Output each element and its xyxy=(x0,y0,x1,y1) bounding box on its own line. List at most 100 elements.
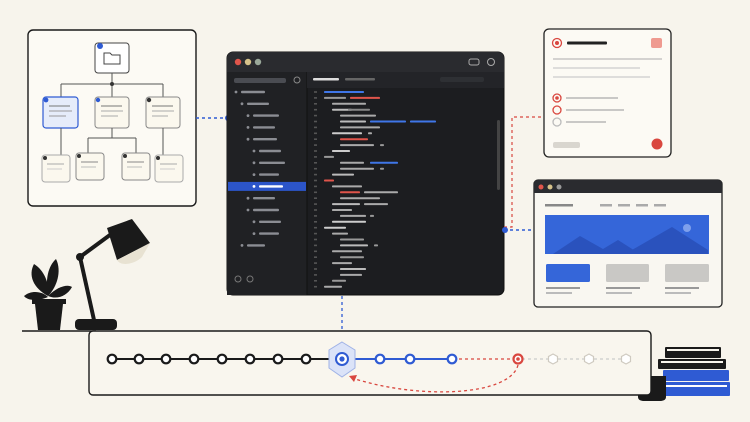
sidebar-row[interactable] xyxy=(259,232,279,235)
close-dot[interactable] xyxy=(538,184,544,190)
sidebar-row[interactable] xyxy=(259,220,281,223)
timeline-node-active[interactable] xyxy=(404,353,416,365)
line-number xyxy=(314,280,317,282)
file-tree-chevron-icon[interactable] xyxy=(252,232,256,236)
sidebar-row[interactable] xyxy=(247,102,269,105)
timeline-node-done[interactable] xyxy=(160,353,172,365)
file-tree-chevron-icon[interactable] xyxy=(234,90,238,94)
file-tree-chevron-icon[interactable] xyxy=(252,220,256,224)
timeline-node-done[interactable] xyxy=(272,353,284,365)
timeline-node-pending[interactable] xyxy=(547,353,559,365)
code-token xyxy=(380,167,384,170)
code-token xyxy=(340,167,374,170)
line-number xyxy=(314,150,317,152)
file-tree-chevron-icon[interactable] xyxy=(240,102,244,106)
file-tree-chevron-icon[interactable] xyxy=(246,114,250,117)
form-close-button[interactable] xyxy=(651,38,662,48)
timeline-node-done[interactable] xyxy=(106,353,118,365)
timeline-node-done[interactable] xyxy=(244,353,256,365)
record-icon xyxy=(551,37,563,49)
file-tree-chevron-icon[interactable] xyxy=(240,244,244,247)
sidebar-row[interactable] xyxy=(247,244,265,247)
plant xyxy=(24,259,72,330)
file-tree-chevron-icon[interactable] xyxy=(246,208,250,212)
option-radio[interactable] xyxy=(552,105,562,115)
code-token xyxy=(324,91,364,93)
image-icon xyxy=(545,215,709,254)
close-dot[interactable] xyxy=(234,58,242,66)
file-tree-chevron-icon[interactable] xyxy=(252,149,256,153)
option-radio[interactable] xyxy=(552,117,562,127)
code-token xyxy=(332,279,346,282)
tree-node xyxy=(94,96,130,129)
code-token xyxy=(340,161,364,164)
line-number xyxy=(314,97,317,99)
preview-card[interactable] xyxy=(665,264,709,282)
form-secondary-button[interactable] xyxy=(553,142,580,148)
sidebar-row[interactable] xyxy=(241,90,265,94)
file-tree-chevron-icon[interactable] xyxy=(246,137,250,141)
timeline-node-done[interactable] xyxy=(188,353,200,365)
sidebar-row[interactable] xyxy=(259,173,279,176)
code-token xyxy=(380,144,384,147)
sidebar-row[interactable] xyxy=(253,208,279,212)
tree-leaf xyxy=(154,154,184,183)
code-token xyxy=(340,244,368,247)
timeline-node-pending[interactable] xyxy=(620,353,632,365)
line-number xyxy=(314,232,317,235)
sidebar-row[interactable] xyxy=(253,138,277,141)
line-number xyxy=(314,238,317,241)
minimize-dot[interactable] xyxy=(244,58,252,66)
sidebar-row[interactable] xyxy=(253,114,279,117)
code-token xyxy=(332,232,348,235)
maximize-dot[interactable] xyxy=(556,184,562,190)
file-tree-chevron-icon[interactable] xyxy=(252,173,256,177)
search-icon[interactable] xyxy=(293,76,301,84)
code-token xyxy=(410,120,436,123)
preview-card[interactable] xyxy=(546,264,590,282)
file-tree-chevron-icon[interactable] xyxy=(246,196,250,200)
file-tree-chevron-icon[interactable] xyxy=(252,161,256,165)
refresh-icon[interactable] xyxy=(487,58,495,66)
file-tree-chevron-icon[interactable] xyxy=(246,126,250,129)
sidebar-user-icon[interactable] xyxy=(246,275,254,283)
code-token xyxy=(340,126,380,129)
code-token xyxy=(332,102,366,105)
sidebar-row[interactable] xyxy=(259,161,285,164)
code-token xyxy=(332,132,362,135)
tree-leaf xyxy=(75,152,105,181)
code-token xyxy=(340,273,362,276)
line-number xyxy=(314,132,317,135)
code-token xyxy=(374,244,378,247)
option-radio-selected[interactable] xyxy=(552,93,562,103)
tree-leaf xyxy=(41,154,71,183)
timeline-node-error-dot xyxy=(516,357,520,361)
sidebar-row[interactable] xyxy=(253,197,275,200)
timeline-node-done[interactable] xyxy=(133,353,145,365)
sidebar-row[interactable] xyxy=(253,126,275,129)
timeline-node-active[interactable] xyxy=(374,353,386,365)
settings-icon[interactable] xyxy=(468,58,480,66)
code-token xyxy=(332,173,354,176)
timeline-node-done[interactable] xyxy=(216,353,228,365)
timeline-node-active[interactable] xyxy=(446,353,458,365)
timeline-node-done[interactable] xyxy=(300,353,312,365)
line-number xyxy=(314,173,317,176)
code-token xyxy=(332,250,362,253)
code-token xyxy=(332,203,360,206)
code-token xyxy=(348,108,370,111)
current-step-marker[interactable] xyxy=(328,341,356,378)
line-number xyxy=(314,209,317,211)
timeline-node-pending[interactable] xyxy=(583,353,595,365)
code-token xyxy=(370,214,374,217)
sidebar-gear-icon[interactable] xyxy=(234,275,242,283)
file-tree-chevron-icon[interactable] xyxy=(252,185,256,188)
preview-card[interactable] xyxy=(606,264,649,282)
sidebar-row[interactable] xyxy=(259,149,281,153)
minimize-dot[interactable] xyxy=(547,184,553,190)
line-number xyxy=(314,179,317,182)
maximize-dot[interactable] xyxy=(254,58,262,66)
line-number xyxy=(314,268,317,270)
form-submit-button[interactable] xyxy=(651,138,663,150)
sidebar-row[interactable] xyxy=(259,185,283,188)
